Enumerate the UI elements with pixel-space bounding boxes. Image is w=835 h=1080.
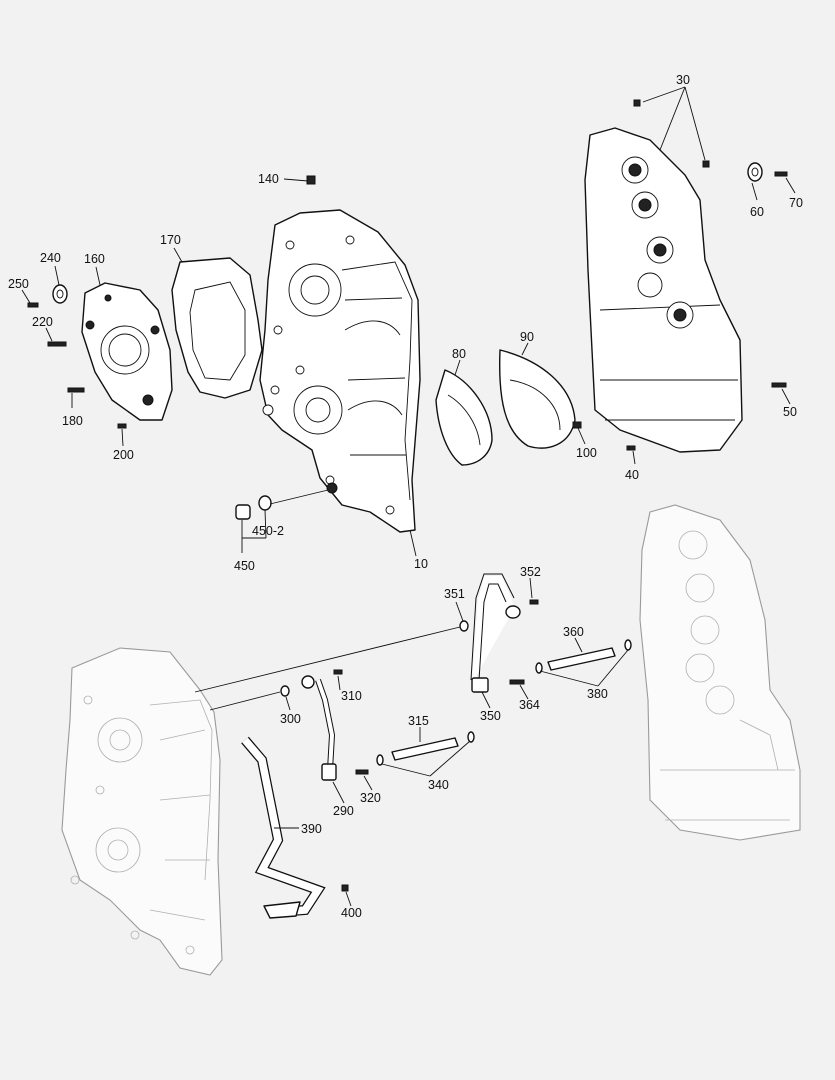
callout-290: 290 bbox=[333, 804, 354, 818]
ring-351 bbox=[459, 620, 469, 632]
bolt-200 bbox=[117, 423, 127, 429]
callout-40: 40 bbox=[625, 468, 639, 482]
rear-cover bbox=[584, 127, 743, 453]
bolt-100 bbox=[572, 421, 582, 429]
shield-80 bbox=[435, 369, 493, 466]
callout-200: 200 bbox=[113, 448, 134, 462]
hose-390 bbox=[241, 736, 326, 919]
bolt-320 bbox=[355, 769, 369, 775]
callout-90: 90 bbox=[520, 330, 534, 344]
callout-380: 380 bbox=[587, 687, 608, 701]
tube-315 bbox=[376, 731, 475, 766]
callout-400: 400 bbox=[341, 906, 362, 920]
washer-240 bbox=[52, 284, 68, 304]
line-290 bbox=[301, 675, 337, 781]
bolt-220 bbox=[47, 341, 67, 347]
callout-60: 60 bbox=[750, 205, 764, 219]
bolt-364 bbox=[509, 679, 525, 685]
callout-30: 30 bbox=[676, 73, 690, 87]
callout-364: 364 bbox=[519, 698, 540, 712]
callout-360: 360 bbox=[563, 625, 584, 639]
callout-310: 310 bbox=[341, 689, 362, 703]
callout-80: 80 bbox=[452, 347, 466, 361]
callout-140: 140 bbox=[258, 172, 279, 186]
callout-340: 340 bbox=[428, 778, 449, 792]
callout-labels: 30 60 70 50 40 140 170 240 160 250 220 1… bbox=[8, 73, 803, 920]
tube-360 bbox=[535, 639, 632, 674]
bolts-30 bbox=[633, 99, 710, 168]
callout-250: 250 bbox=[8, 277, 29, 291]
bolt-40 bbox=[626, 445, 636, 451]
callout-390: 390 bbox=[301, 822, 322, 836]
shield-90 bbox=[498, 349, 576, 449]
callout-180: 180 bbox=[62, 414, 83, 428]
cover-160 bbox=[81, 282, 173, 421]
callout-10: 10 bbox=[414, 557, 428, 571]
ghost-housing-left bbox=[61, 647, 223, 976]
callout-352: 352 bbox=[520, 565, 541, 579]
callout-315: 315 bbox=[408, 714, 429, 728]
gasket-170 bbox=[171, 257, 263, 399]
callout-240: 240 bbox=[40, 251, 61, 265]
callout-450: 450 bbox=[234, 559, 255, 573]
bolt-400 bbox=[341, 884, 349, 892]
alignment-lines bbox=[194, 489, 461, 711]
callout-300: 300 bbox=[280, 712, 301, 726]
leader-lines bbox=[21, 86, 796, 907]
callout-50: 50 bbox=[783, 405, 797, 419]
plug-140 bbox=[306, 175, 316, 185]
callout-160: 160 bbox=[84, 252, 105, 266]
bolt-250 bbox=[27, 302, 39, 308]
bolt-50 bbox=[771, 382, 787, 388]
line-350 bbox=[470, 573, 521, 693]
main-housing-10 bbox=[259, 209, 421, 533]
washer-60 bbox=[747, 162, 763, 182]
callout-170: 170 bbox=[160, 233, 181, 247]
bolt-180 bbox=[67, 387, 85, 393]
bolt-70 bbox=[774, 171, 788, 177]
bolt-352 bbox=[529, 599, 539, 605]
callout-351: 351 bbox=[444, 587, 465, 601]
callout-320: 320 bbox=[360, 791, 381, 805]
callout-100: 100 bbox=[576, 446, 597, 460]
ghost-cover-right bbox=[639, 504, 801, 841]
bolt-310 bbox=[333, 669, 343, 675]
callout-70: 70 bbox=[789, 196, 803, 210]
plug-450 bbox=[235, 495, 272, 520]
callout-450-2: 450-2 bbox=[252, 524, 284, 538]
ring-300 bbox=[280, 685, 290, 697]
callout-220: 220 bbox=[32, 315, 53, 329]
callout-350: 350 bbox=[480, 709, 501, 723]
